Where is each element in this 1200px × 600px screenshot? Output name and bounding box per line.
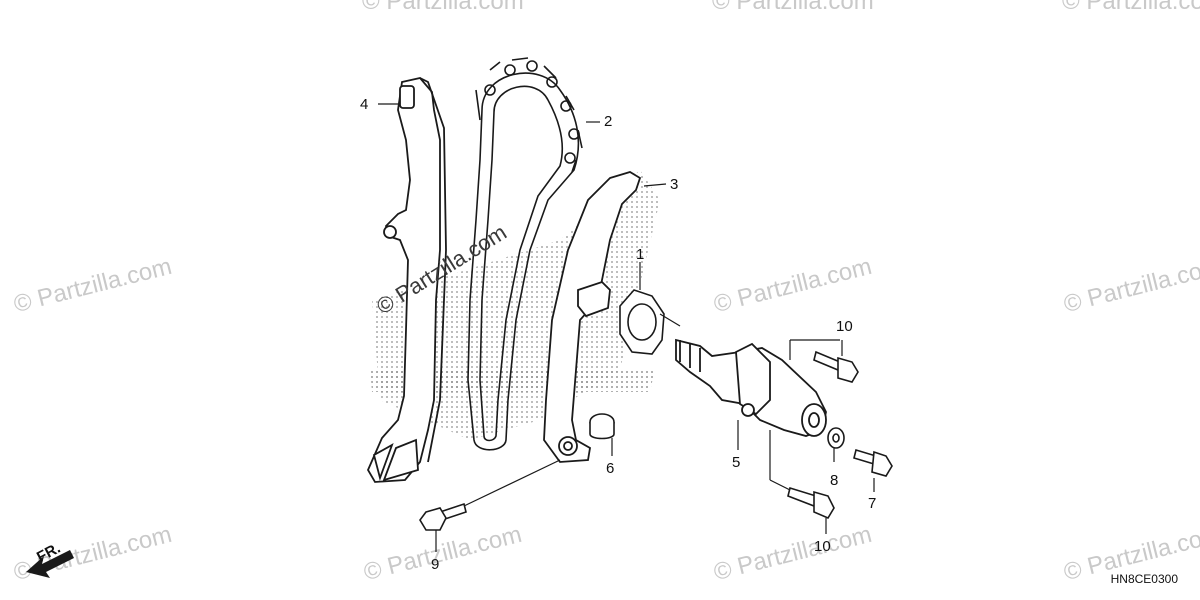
callout-1: 1 (636, 246, 645, 263)
callout-2: 2 (604, 113, 613, 130)
washer-part (827, 427, 845, 449)
callout-10-bottom: 10 (814, 538, 831, 555)
tensioner-arm-part (543, 171, 642, 463)
watermark: © Partzilla.com (362, 0, 524, 15)
callout-6: 6 (606, 460, 615, 477)
sealing-bolt-part (853, 448, 893, 477)
callout-5: 5 (732, 454, 741, 471)
callout-4: 4 (360, 96, 369, 113)
callout-3: 3 (670, 176, 679, 193)
front-arrow-icon (26, 550, 74, 578)
leader-lines (378, 103, 875, 552)
diagram-code: HN8CE0300 (1110, 572, 1178, 586)
gasket-part (619, 289, 665, 355)
callout-8: 8 (830, 472, 839, 489)
callout-7: 7 (868, 495, 877, 512)
callout-9: 9 (431, 556, 440, 573)
watermark: © Partzilla.com (1062, 0, 1200, 15)
tensioner-lifter-part (675, 338, 827, 437)
bolt-10-top (813, 350, 859, 383)
cam-chain-part (467, 57, 583, 451)
cam-chain-guide-part (366, 77, 447, 483)
watermark: © Partzilla.com (712, 0, 874, 15)
bolt-10-bottom (787, 486, 835, 520)
bolt-9 (419, 502, 467, 531)
collar-part (589, 413, 615, 440)
callout-10-top: 10 (836, 318, 853, 335)
